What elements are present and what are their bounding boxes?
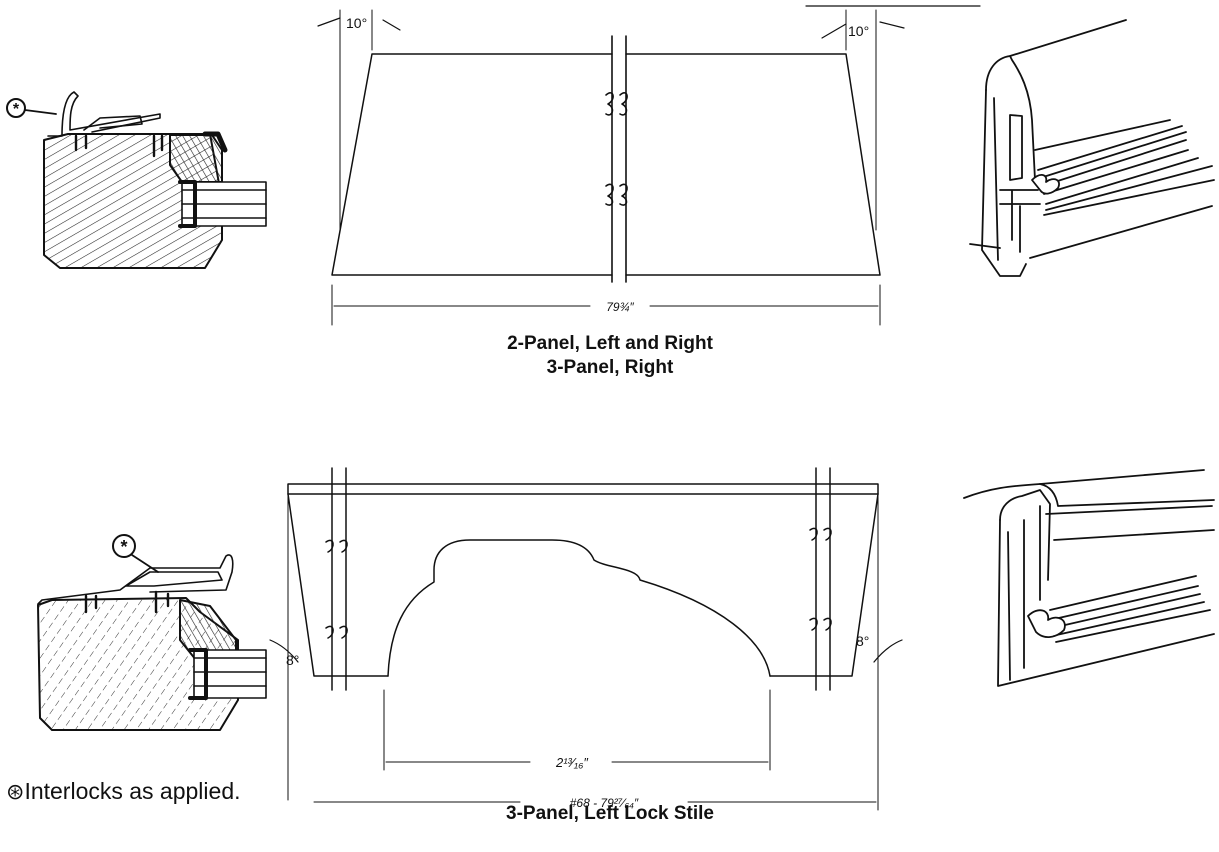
bottom-panel-elevation xyxy=(269,467,903,811)
bottom-frame-section-detail: * xyxy=(37,534,267,731)
top-caption: 2-Panel, Left and Right 3-Panel, Right xyxy=(400,332,820,380)
bottom-overall-dimension: #68 - 79²⁷⁄₆₄″ xyxy=(570,796,639,810)
bottom-inner-dimension: 2¹³⁄₁₆″ xyxy=(555,755,588,770)
footnote-text: Interlocks as applied. xyxy=(24,778,241,804)
top-caption-line2: 3-Panel, Right xyxy=(546,357,674,378)
svg-text:*: * xyxy=(13,101,20,118)
top-frame-section-detail: * xyxy=(6,91,267,269)
bottom-caption: 3-Panel, Left Lock Stile xyxy=(400,802,820,826)
top-width-dimension: 79¾″ xyxy=(606,300,634,314)
top-right-extrusion-profile xyxy=(969,19,1215,277)
break-mark-icon xyxy=(605,92,614,116)
bottom-right-extrusion-profile xyxy=(963,469,1215,687)
top-panel-elevation xyxy=(317,5,981,326)
svg-text:*: * xyxy=(120,537,127,557)
top-caption-line1: 2-Panel, Left and Right xyxy=(507,333,713,354)
bottom-angle-right: 8° xyxy=(856,633,869,649)
bottom-caption-line: 3-Panel, Left Lock Stile xyxy=(506,803,714,824)
footnote-asterisk-icon: ⊛ xyxy=(6,779,25,804)
callout-asterisk-icon-top xyxy=(6,98,26,118)
callout-asterisk-icon-bottom xyxy=(112,534,136,558)
bottom-angle-left: 8° xyxy=(286,652,299,668)
top-angle-left: 10° xyxy=(346,15,367,31)
top-angle-right: 10° xyxy=(848,23,869,39)
footnote: ⊛Interlocks as applied. xyxy=(6,778,241,805)
